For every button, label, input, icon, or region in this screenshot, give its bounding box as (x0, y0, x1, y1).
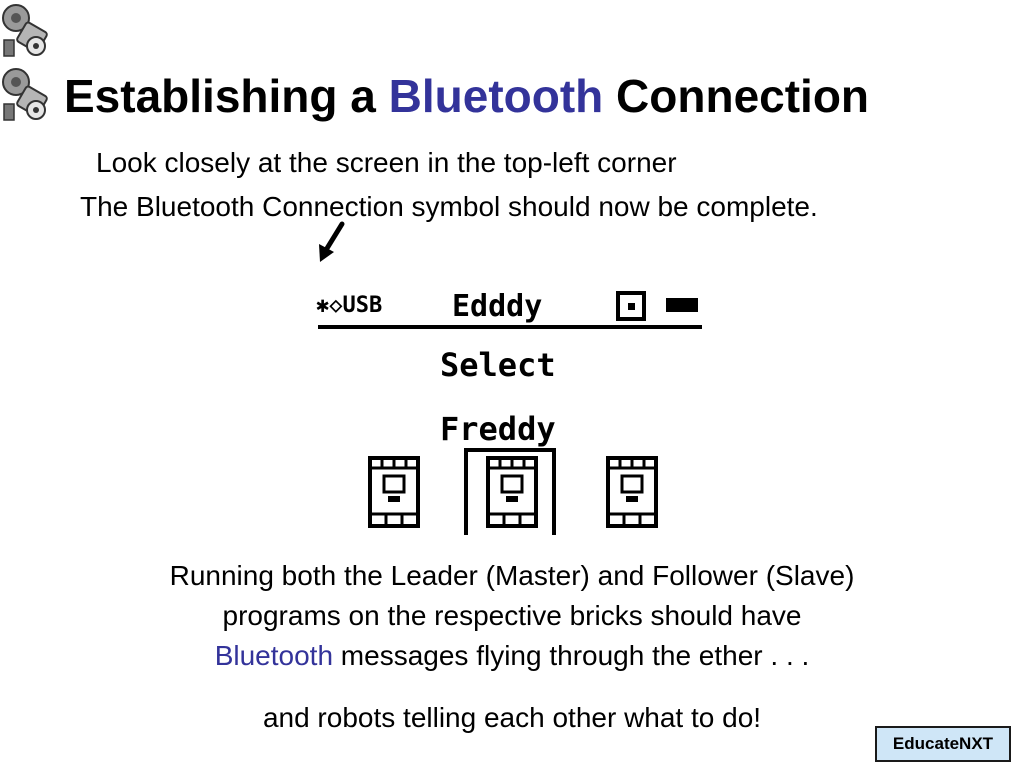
title-suffix: Connection (616, 70, 870, 122)
nxt-brick-icon (486, 456, 538, 528)
instruction-line-1: Look closely at the screen in the top-le… (96, 147, 677, 178)
selection-frame (464, 448, 556, 535)
body-line-3: Bluetooth messages flying through the et… (0, 636, 1024, 676)
bluetooth-icon (616, 291, 646, 321)
menu-label: Select (440, 346, 556, 384)
arrow-icon (319, 221, 345, 262)
body-highlight: Bluetooth (214, 640, 334, 671)
nxt-brick-icon (606, 456, 658, 528)
battery-icon (666, 298, 698, 312)
page-title: Establishing a Bluetooth Connection (64, 66, 869, 126)
status-icons: ✱◇USB (316, 293, 382, 318)
nxt-brick-icon (368, 456, 420, 528)
body-line-3-rest: messages flying through the ether . . . (333, 640, 810, 671)
closing-line: and robots telling each other what to do… (262, 702, 762, 733)
title-highlight: Bluetooth (388, 70, 604, 122)
nxt-lcd-screen: ✱◇USB Edddy Select Freddy (316, 289, 702, 535)
instruction-line-2: The Bluetooth Connection symbol should n… (80, 191, 818, 222)
divider (318, 325, 702, 329)
brand-badge: EducateNXT (875, 726, 1011, 762)
title-prefix: Establishing a (64, 70, 376, 122)
body-line-1: Running both the Leader (Master) and Fol… (169, 560, 855, 591)
selected-item: Freddy (440, 410, 556, 448)
brick-name: Edddy (452, 289, 542, 324)
motor-icon (2, 4, 48, 57)
body-line-2: programs on the respective bricks should… (222, 600, 802, 631)
motor-icon (2, 68, 48, 121)
